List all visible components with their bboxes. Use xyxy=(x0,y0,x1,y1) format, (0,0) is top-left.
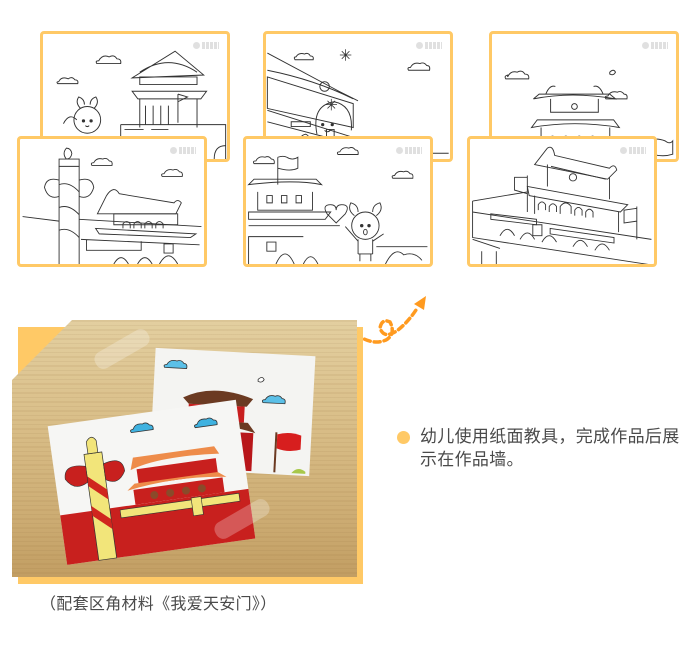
dashed-curved-arrow-icon xyxy=(354,296,426,344)
huabiao-tiananmen-drawing xyxy=(22,147,202,264)
description-bullet: 幼儿使用纸面教具，完成作品后展示在作品墙。 xyxy=(397,426,685,472)
worksheet-card-5 xyxy=(243,136,433,267)
tiananmen-angle-drawing xyxy=(472,146,652,264)
girl-heart-balloon-drawing xyxy=(247,147,428,264)
brand-watermark-icon xyxy=(620,145,646,155)
photo-caption: （配套区角材料《我爱天安门》） xyxy=(40,594,277,613)
brand-watermark-icon xyxy=(416,40,442,50)
bullet-dot-icon xyxy=(397,431,410,444)
brand-watermark-icon xyxy=(193,40,219,50)
brand-watermark-icon xyxy=(396,145,422,155)
tiananmen-girl-drawing xyxy=(56,50,227,159)
colored-worksheets-illustration xyxy=(47,329,316,565)
colored-worksheets-photo xyxy=(12,320,357,577)
brand-watermark-icon xyxy=(170,145,196,155)
worksheet-card-4 xyxy=(17,136,207,267)
tiananmen-fireworks-drawing xyxy=(266,49,449,159)
description-text: 幼儿使用纸面教具，完成作品后展示在作品墙。 xyxy=(420,427,680,470)
worksheet-card-6 xyxy=(467,136,657,267)
brand-watermark-icon xyxy=(642,40,668,50)
